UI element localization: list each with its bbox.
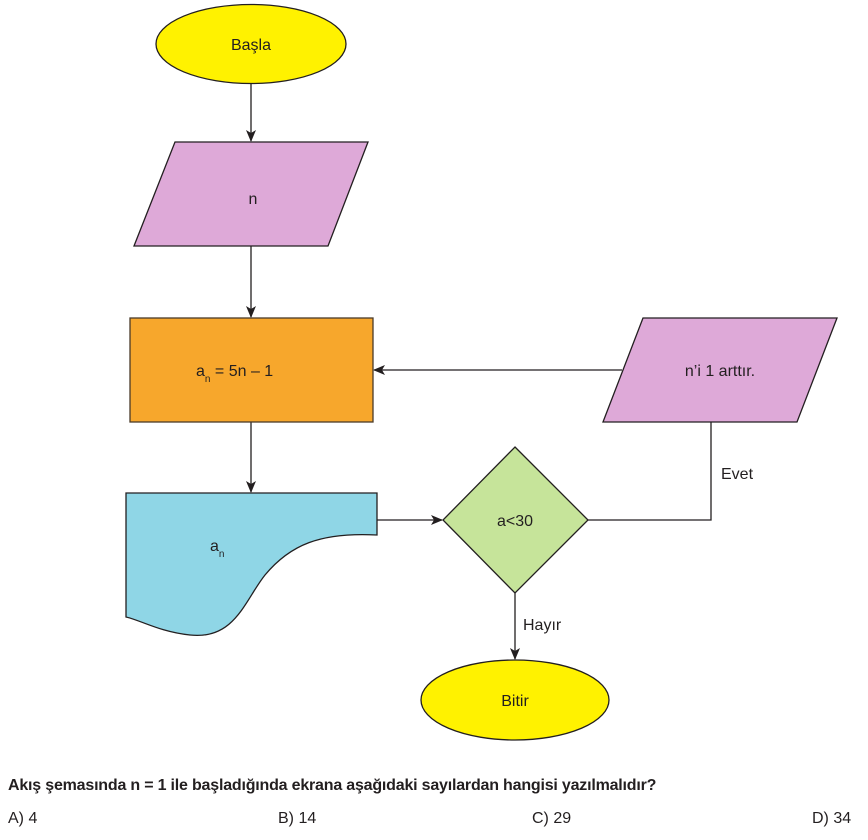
- answer-option-d[interactable]: D) 34: [812, 810, 852, 827]
- display-label-sub: n: [219, 549, 225, 560]
- increment-label: n’i 1 arttır.: [685, 363, 755, 380]
- start-label: Başla: [231, 37, 271, 54]
- decision-diamond: [442, 446, 589, 594]
- increment-node: n’i 1 arttır.: [602, 317, 838, 423]
- flowchart: Başla n an = 5n – 1 n’i 1 arttır. an a<3…: [125, 3, 838, 741]
- process-label: an = 5n – 1: [196, 363, 273, 385]
- end-node: Bitir: [420, 659, 610, 741]
- answer-option-b[interactable]: B) 14: [278, 810, 317, 827]
- yes-label: Evet: [721, 466, 754, 483]
- question-text: Akış şemasında n = 1 ile başladığında ek…: [8, 777, 657, 794]
- process-label-rest: = 5n – 1: [210, 363, 273, 380]
- answer-option-a[interactable]: A) 4: [8, 810, 38, 827]
- display-label-main: a: [210, 538, 219, 555]
- end-label: Bitir: [501, 693, 529, 710]
- decision-node: a<30: [442, 446, 589, 594]
- no-label: Hayır: [523, 617, 562, 634]
- start-ellipse: [155, 3, 347, 85]
- process-label-sub: n: [205, 374, 211, 385]
- connector-decision-yes-to-increment: [588, 422, 712, 521]
- start-node: Başla: [155, 3, 347, 85]
- display-node: an: [125, 492, 378, 636]
- increment-parallelogram: [602, 317, 838, 423]
- process-rectangle: [129, 317, 374, 423]
- process-node: an = 5n – 1: [129, 317, 374, 423]
- input-node: n: [133, 141, 369, 247]
- display-label: an: [210, 538, 224, 560]
- input-label: n: [249, 191, 258, 208]
- input-parallelogram: [133, 141, 369, 247]
- answer-option-c[interactable]: C) 29: [532, 810, 572, 827]
- decision-label: a<30: [497, 513, 533, 530]
- process-label-main: a: [196, 363, 205, 380]
- display-shape: [125, 492, 378, 636]
- end-ellipse: [420, 659, 610, 741]
